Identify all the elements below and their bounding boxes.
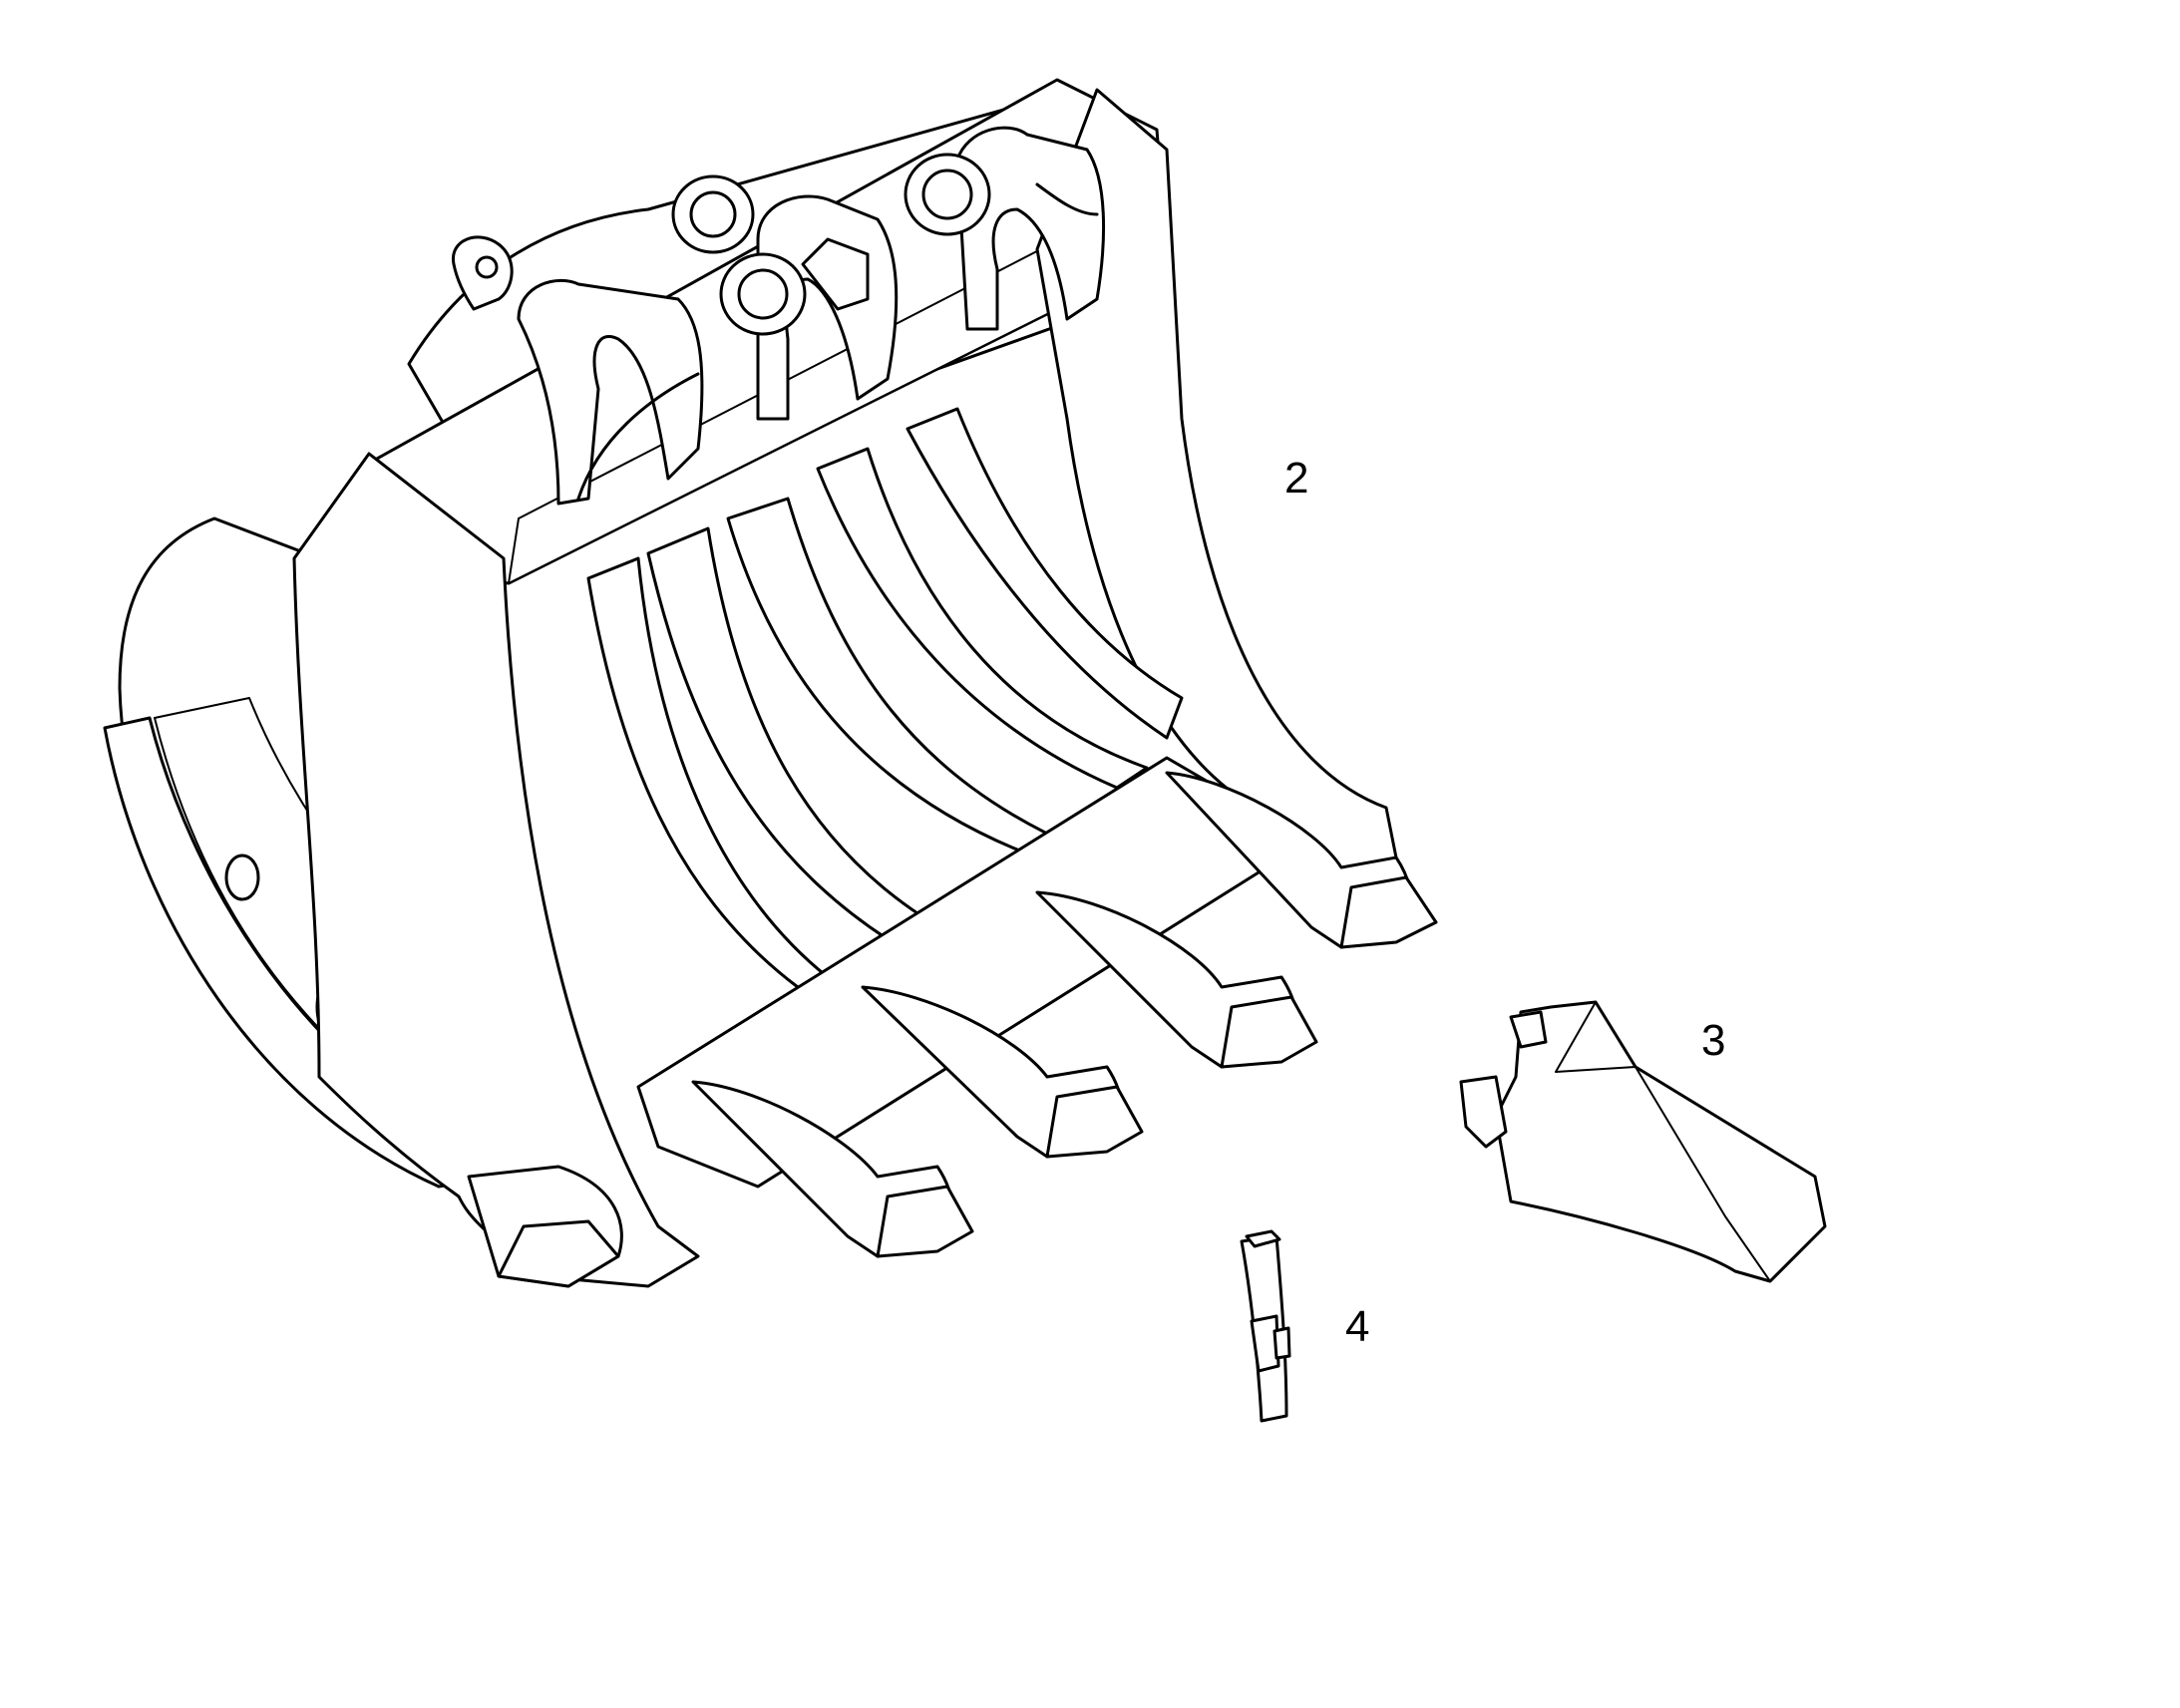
tooth-adapter-4 [1035, 890, 1318, 1069]
bucket-tine-5 [906, 407, 1184, 740]
bucket-hitch-ear-right [955, 126, 1106, 331]
bucket-side-hole-upper [224, 854, 260, 901]
bucket-pin-shaft [801, 237, 870, 311]
tooth-top-edge [1555, 1001, 1636, 1073]
tooth-part [1459, 1000, 1827, 1283]
bucket-pin-boss-top-inner [689, 190, 737, 238]
locking-pin-part [1240, 1229, 1291, 1423]
locking-pin-head [1245, 1229, 1281, 1248]
tooth-back-lug [1459, 1075, 1508, 1149]
tooth-body [1494, 1000, 1827, 1283]
callout-tooth: 3 [1701, 1016, 1726, 1065]
bucket-lifting-eye-hole [475, 255, 499, 279]
bucket-front-side-wall [292, 452, 700, 1288]
bucket-hitch-ear-left [517, 278, 704, 506]
tooth-adapter-1 [467, 1165, 623, 1288]
tooth-top-lug [1509, 1010, 1548, 1049]
bucket-assembly [103, 78, 1438, 1288]
locking-pin-tab [1272, 1326, 1291, 1360]
tooth-adapter-2 [691, 1080, 974, 1258]
bucket-tine-4 [816, 447, 1149, 790]
bucket-pin-boss-left-inner [737, 268, 789, 320]
callout-locking-pin: 4 [1345, 1302, 1370, 1351]
callout-bucket: 2 [1284, 454, 1309, 503]
tooth-adapter-3 [861, 985, 1144, 1159]
tooth-tip-bevel [1635, 1066, 1771, 1282]
tooth-adapter-5 [1165, 771, 1438, 949]
bucket-top-hook-right [1035, 182, 1099, 216]
locking-pin-clip [1250, 1314, 1280, 1373]
bucket-top-hook-left [576, 372, 700, 501]
bucket-pin-boss-right-inner [921, 169, 973, 220]
